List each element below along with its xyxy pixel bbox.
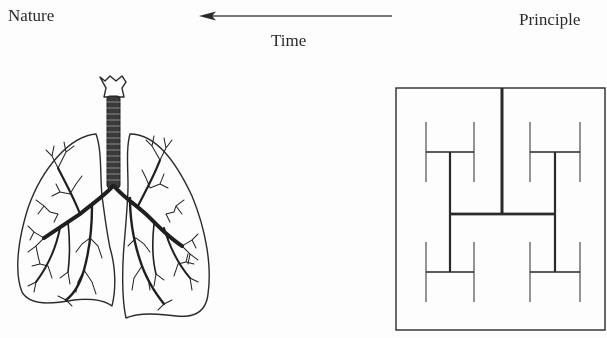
h-tree-diagram xyxy=(396,88,605,330)
left-lung-outline xyxy=(18,134,115,306)
larynx xyxy=(100,76,126,97)
lungs-illustration xyxy=(18,76,209,318)
time-arrow xyxy=(199,12,392,21)
right-lung-outline xyxy=(123,134,210,318)
trachea xyxy=(107,96,120,188)
